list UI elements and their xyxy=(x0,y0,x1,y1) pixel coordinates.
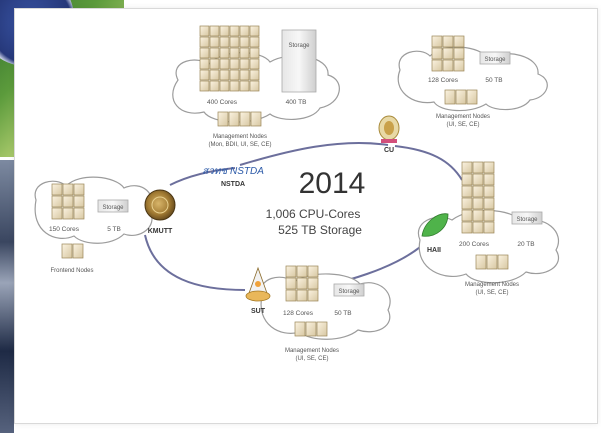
haii-name: HAII xyxy=(427,247,441,254)
cu-emblem-icon xyxy=(378,115,400,143)
cu-storage xyxy=(479,51,511,65)
sut-tb: 50 TB xyxy=(334,310,351,317)
link-nstda-cu xyxy=(239,141,389,166)
haii-mgmt-servers xyxy=(475,254,509,270)
kmutt-storage xyxy=(97,199,129,213)
nstda-mgmt-servers xyxy=(217,111,262,127)
nstda-tb: 400 TB xyxy=(286,99,307,106)
link-sut-kmutt xyxy=(144,234,246,291)
nstda-cores: 400 Cores xyxy=(207,99,238,106)
side-photo-strip xyxy=(0,160,14,433)
cu-name: CU xyxy=(384,147,394,154)
cu-tb: 50 TB xyxy=(485,77,502,84)
kmutt-nodes: Frontend Nodes xyxy=(50,268,93,274)
haii-tb: 20 TB xyxy=(517,241,534,248)
link-cu-haii xyxy=(394,145,463,181)
sut-name: SUT xyxy=(251,308,266,315)
sut-server-rack xyxy=(285,265,319,302)
kmutt-server-rack xyxy=(51,183,85,220)
haii-storage xyxy=(511,211,543,225)
haii-cores: 200 Cores xyxy=(459,241,490,248)
storage-total: 525 TB Storage xyxy=(278,223,362,237)
link-kmutt-nstda xyxy=(169,167,236,186)
cu-cores: 128 Cores xyxy=(428,77,459,84)
kmutt-tb: 5 TB xyxy=(107,226,121,233)
cu-nodes: Management Nodes xyxy=(436,114,490,120)
sut-cores: 128 Cores xyxy=(283,310,314,317)
cu-nodes-sub: (UI, SE, CE) xyxy=(446,122,479,128)
sut-storage-label: Storage xyxy=(338,289,360,295)
cu-storage-label: Storage xyxy=(484,57,506,63)
cpu-cores-total: 1,006 CPU-Cores xyxy=(266,207,361,221)
cloud-haii xyxy=(417,209,559,284)
kmutt-cores: 150 Cores xyxy=(49,226,80,233)
cu-server-rack xyxy=(431,35,465,72)
sut-storage xyxy=(333,283,365,297)
sut-mgmt-servers xyxy=(294,321,328,337)
haii-leaf-icon xyxy=(421,213,449,237)
haii-nodes: Management Nodes xyxy=(465,282,519,288)
sut-nodes-sub: (UI, SE, CE) xyxy=(295,356,328,362)
sut-nodes: Management Nodes xyxy=(285,348,339,354)
nstda-logo: สวทช NSTDA xyxy=(202,166,264,177)
nstda-server-rack xyxy=(199,25,260,92)
sut-emblem-icon xyxy=(245,266,271,302)
kmutt-emblem-icon xyxy=(144,189,176,221)
nstda-storage xyxy=(281,29,317,93)
nstda-storage-label: Storage xyxy=(288,43,310,49)
nstda-name: NSTDA xyxy=(221,181,245,188)
kmutt-storage-label: Storage xyxy=(102,205,124,211)
cu-mgmt-servers xyxy=(444,89,478,105)
kmutt-name: KMUTT xyxy=(148,228,173,235)
year-title: 2014 xyxy=(299,167,366,200)
nstda-nodes-sub: (Mon, BDII, UI, SE, CE) xyxy=(208,142,271,148)
kmutt-frontend-servers xyxy=(61,243,84,259)
haii-server-rack xyxy=(461,161,495,234)
haii-storage-label: Storage xyxy=(516,217,538,223)
haii-nodes-sub: (UI, SE, CE) xyxy=(475,290,508,296)
nstda-nodes: Management Nodes xyxy=(213,134,267,140)
